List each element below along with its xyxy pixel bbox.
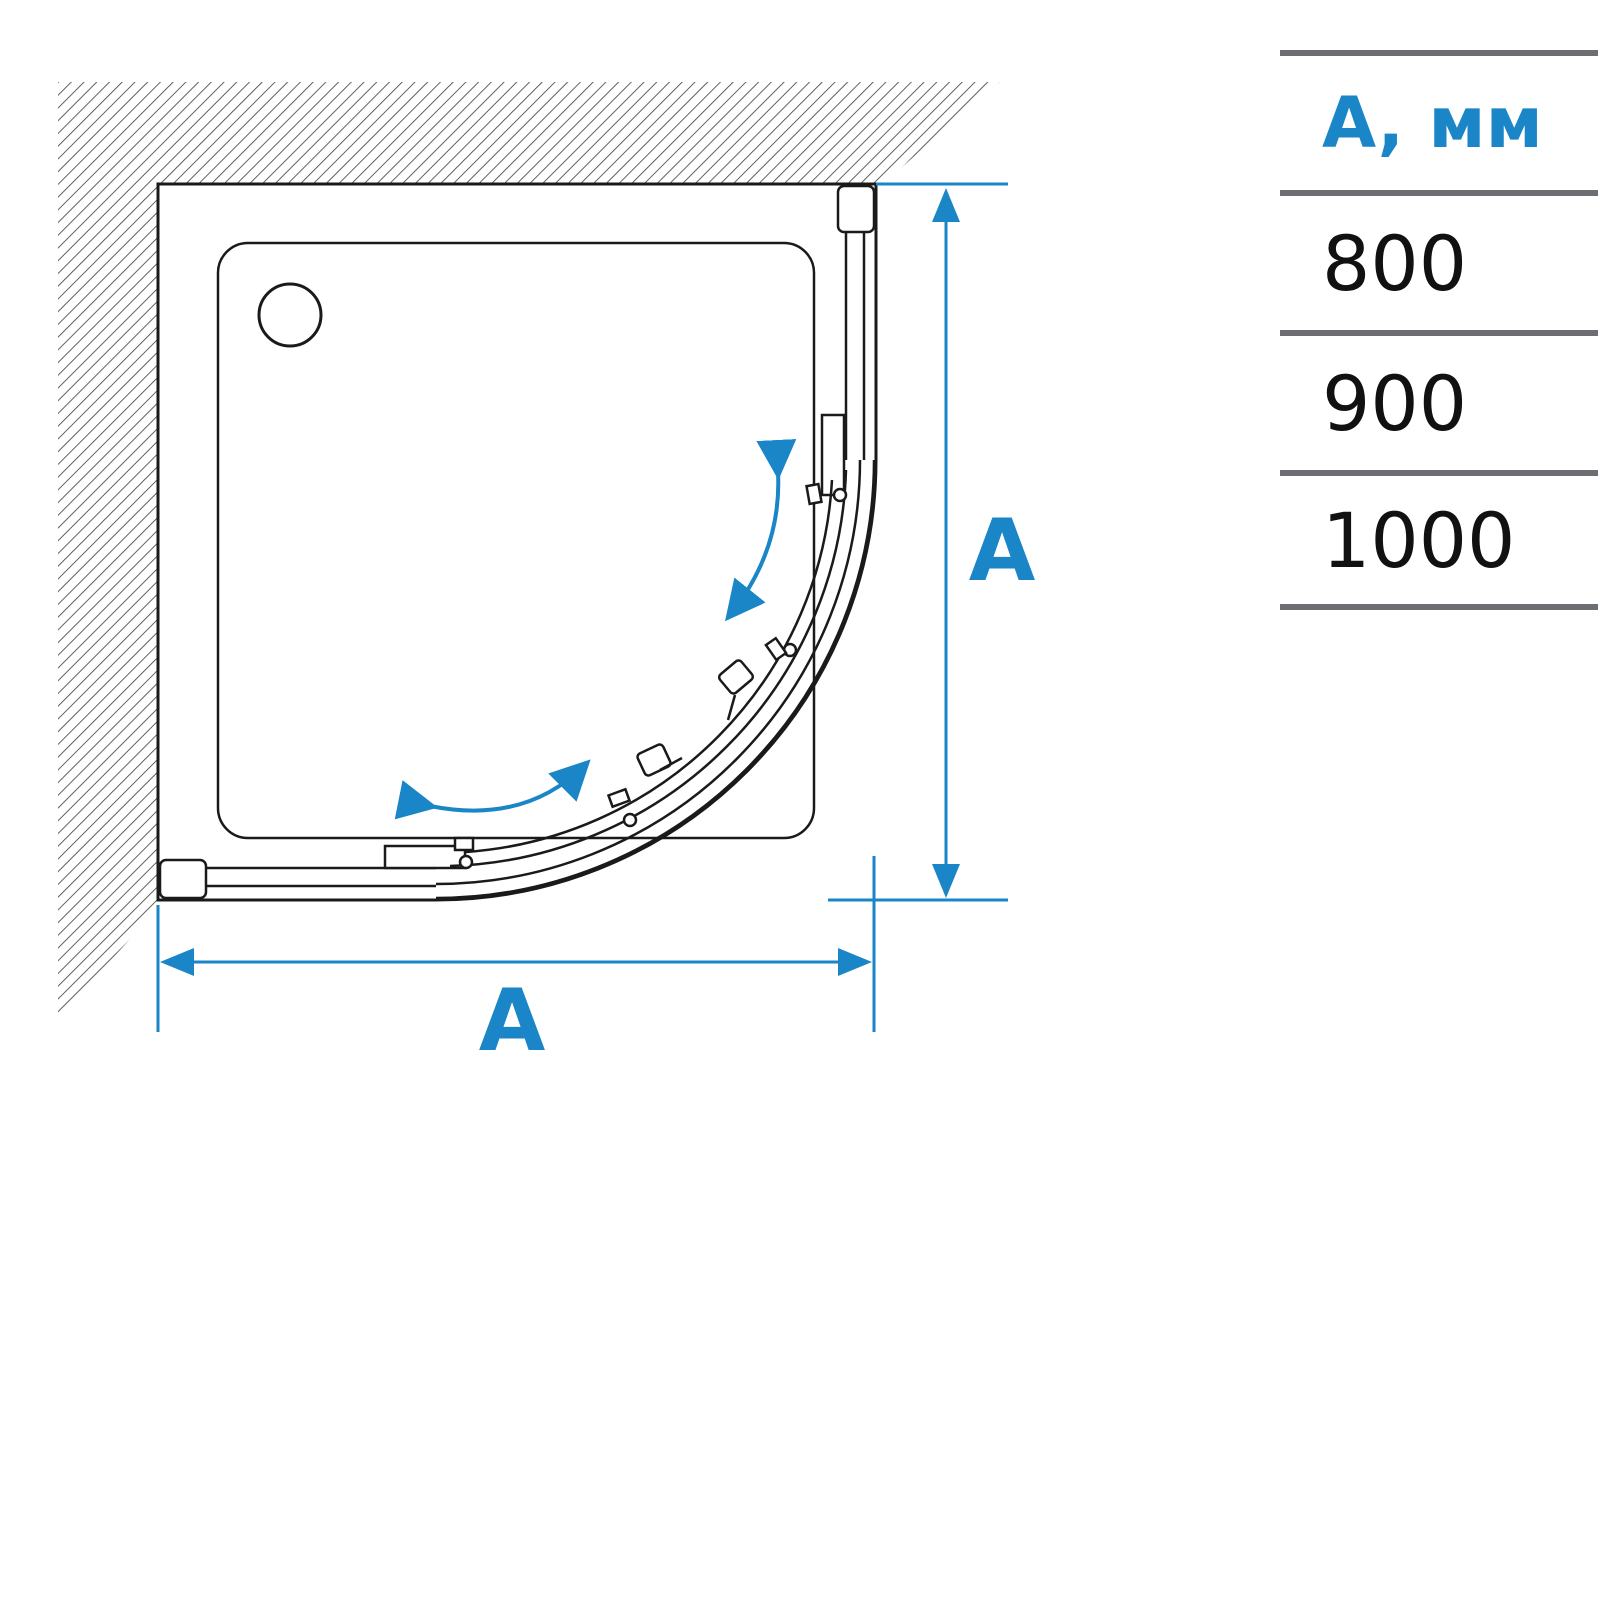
- sliding-doors: [435, 459, 876, 900]
- tray-basin: [216, 241, 816, 840]
- size-table: A, мм 800 900 1000: [1280, 50, 1598, 610]
- corner-post-top: [836, 184, 876, 234]
- size-value: 1000: [1322, 495, 1516, 585]
- size-value: 900: [1322, 358, 1468, 448]
- width-dimension: [156, 856, 876, 1032]
- size-value: 800: [1322, 218, 1468, 308]
- height-dimension: [828, 182, 1008, 902]
- tray-outline: [156, 182, 878, 902]
- size-table-row: 900: [1280, 330, 1598, 470]
- door-rollers: [453, 482, 848, 870]
- size-table-row: 1000: [1280, 470, 1598, 610]
- corner-post-left: [158, 858, 208, 900]
- slide-arrow-lower: [394, 759, 591, 820]
- height-dimension-label: A: [969, 501, 1036, 601]
- size-table-header-row: A, мм: [1280, 50, 1598, 190]
- size-table-row: 800: [1280, 190, 1598, 330]
- size-table-header: A, мм: [1322, 82, 1543, 164]
- slide-arrow-upper: [725, 439, 797, 622]
- width-dimension-label: A: [479, 971, 546, 1071]
- drain-icon: [257, 282, 323, 348]
- side-panels: [206, 232, 866, 888]
- wall-hatching: [58, 82, 1000, 1020]
